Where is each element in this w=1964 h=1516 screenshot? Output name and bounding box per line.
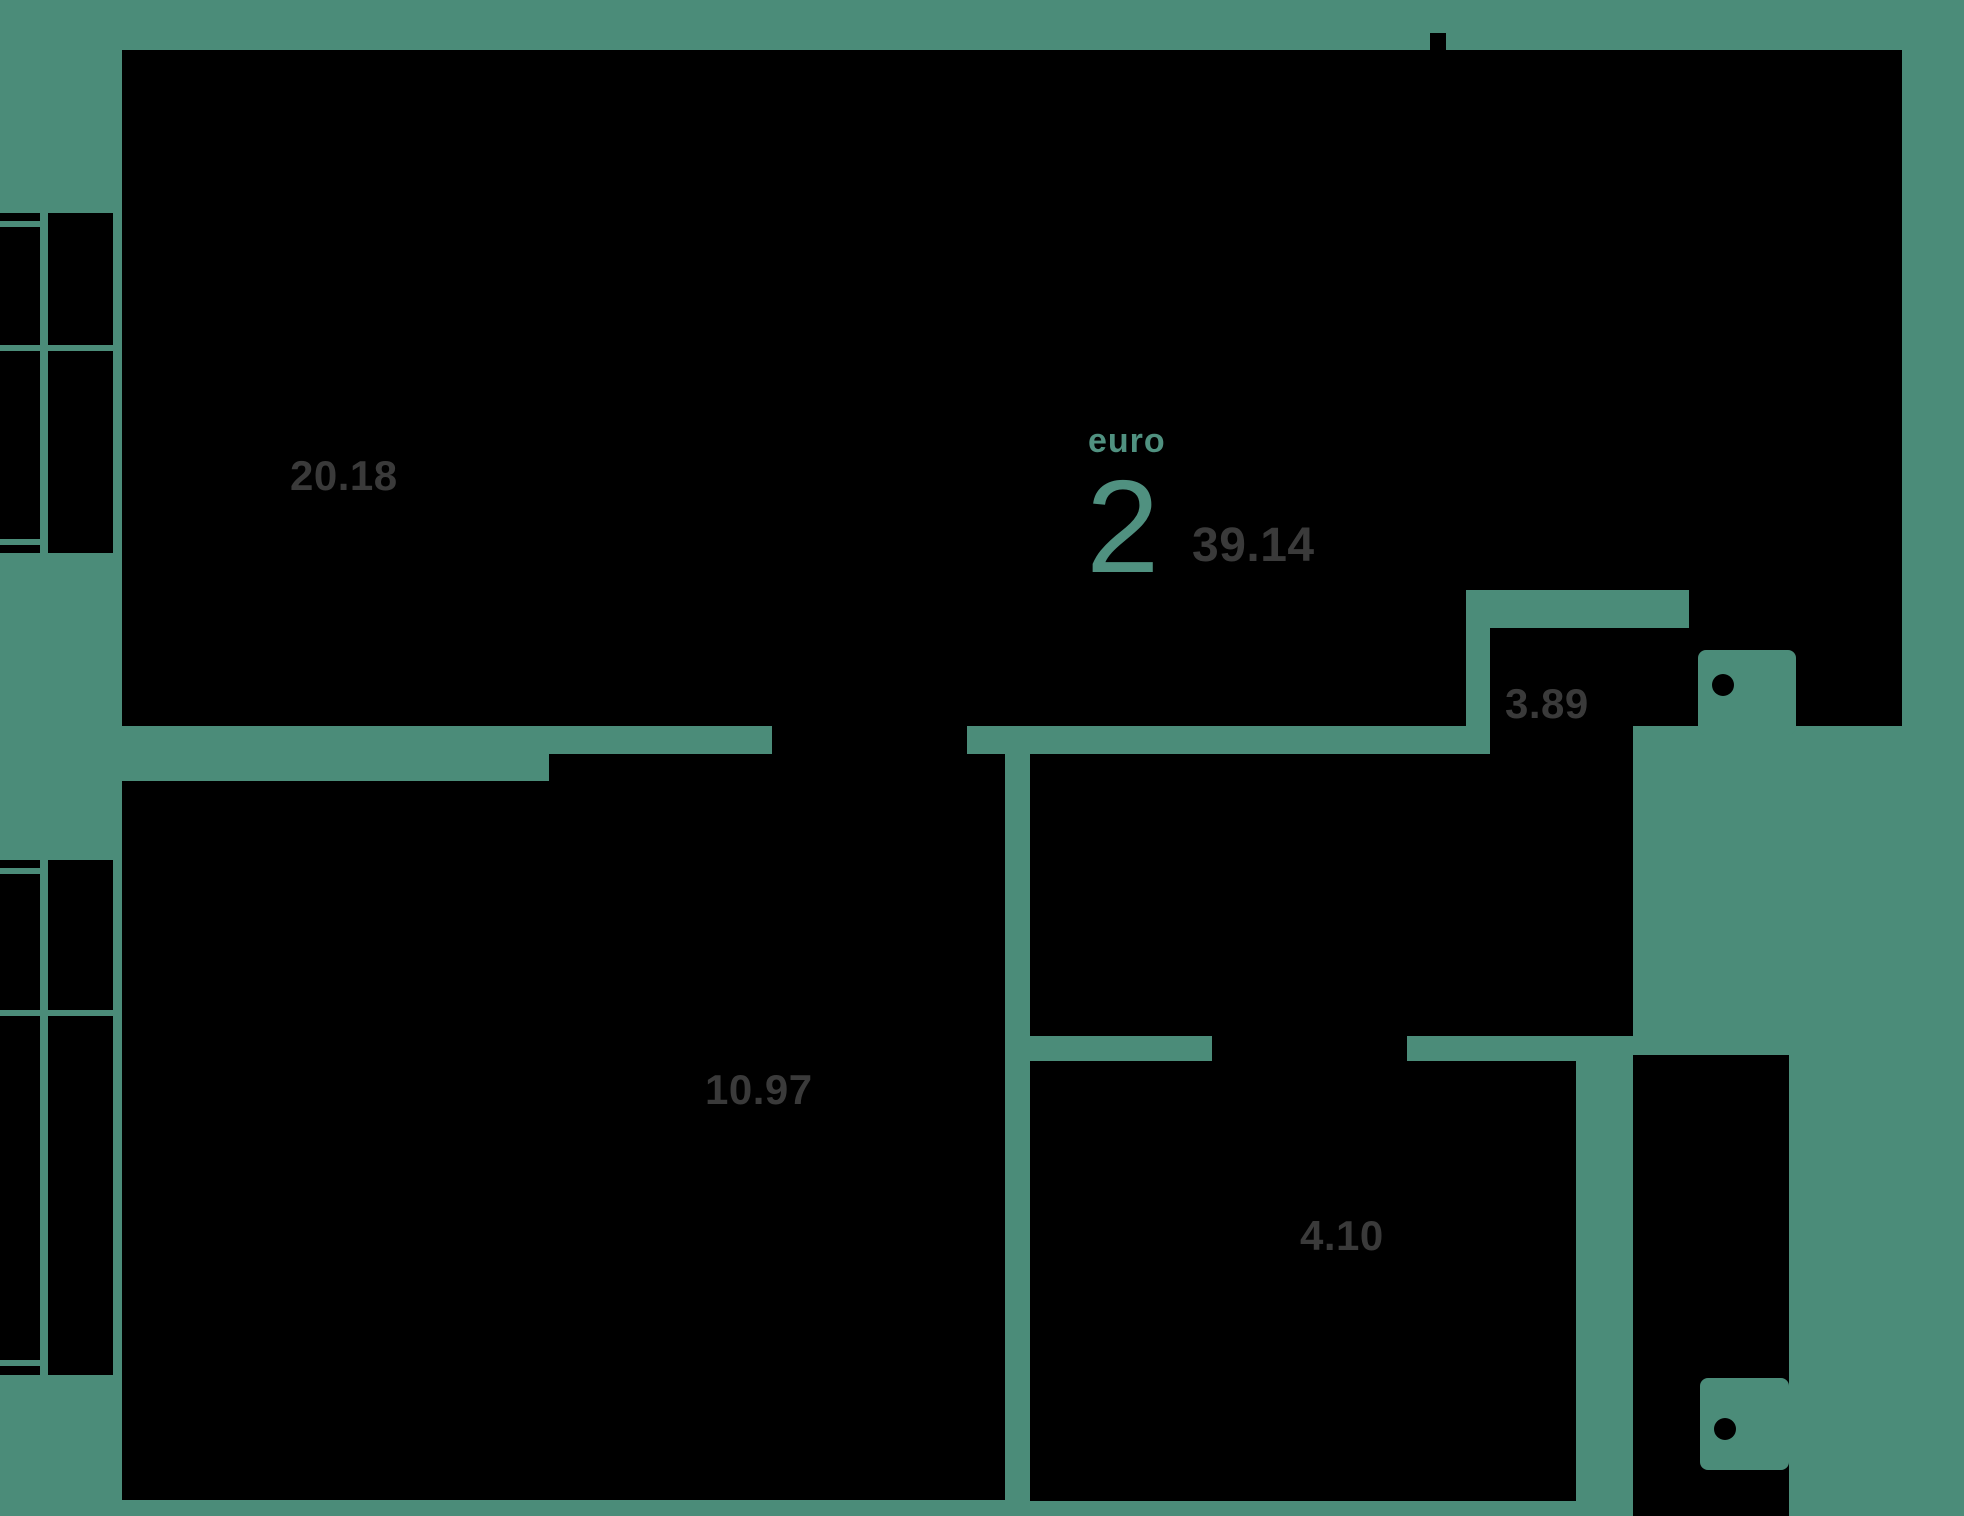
window-glazing-line xyxy=(0,345,113,351)
window-glazing-line xyxy=(0,868,40,874)
door-opening-bathroom xyxy=(1212,1036,1407,1061)
apartment-type-number: 2 xyxy=(1086,453,1160,600)
label-area-bathroom: 4.10 xyxy=(1300,1212,1384,1259)
window-glazing-line xyxy=(0,221,40,227)
opening-entry-living xyxy=(1689,590,1902,628)
dimension-tick xyxy=(1430,33,1446,50)
room-corridor xyxy=(1030,754,1633,1036)
room-living-kitchen xyxy=(122,590,1466,726)
room-living-kitchen xyxy=(122,50,1902,590)
room-bedroom xyxy=(549,754,1005,781)
window-glazing-line xyxy=(40,213,48,553)
window-block xyxy=(0,860,113,1375)
door-hinge-dot xyxy=(1714,1418,1736,1440)
label-area-bedroom: 10.97 xyxy=(705,1066,813,1113)
apartment-type-label: euro xyxy=(1088,422,1166,460)
window-glazing-line xyxy=(0,539,40,545)
label-area-living-kitchen: 20.18 xyxy=(290,452,398,499)
utility-door-symbol xyxy=(1700,1378,1789,1470)
room-bathroom xyxy=(1030,1061,1576,1501)
window-glazing-line xyxy=(0,1010,113,1016)
window-glazing-line xyxy=(0,1360,40,1366)
apartment-total-area: 39.14 xyxy=(1192,519,1315,572)
window-glazing-line xyxy=(40,860,48,1375)
opening-entry-corridor xyxy=(1490,726,1633,754)
door-hinge-dot xyxy=(1712,674,1734,696)
window-block xyxy=(0,213,113,553)
room-bedroom xyxy=(122,781,1005,1500)
label-area-hallway: 3.89 xyxy=(1505,680,1589,727)
door-opening-bedroom xyxy=(772,726,967,754)
room-hallway-entry xyxy=(1490,628,1902,726)
entry-door-symbol xyxy=(1698,650,1796,735)
